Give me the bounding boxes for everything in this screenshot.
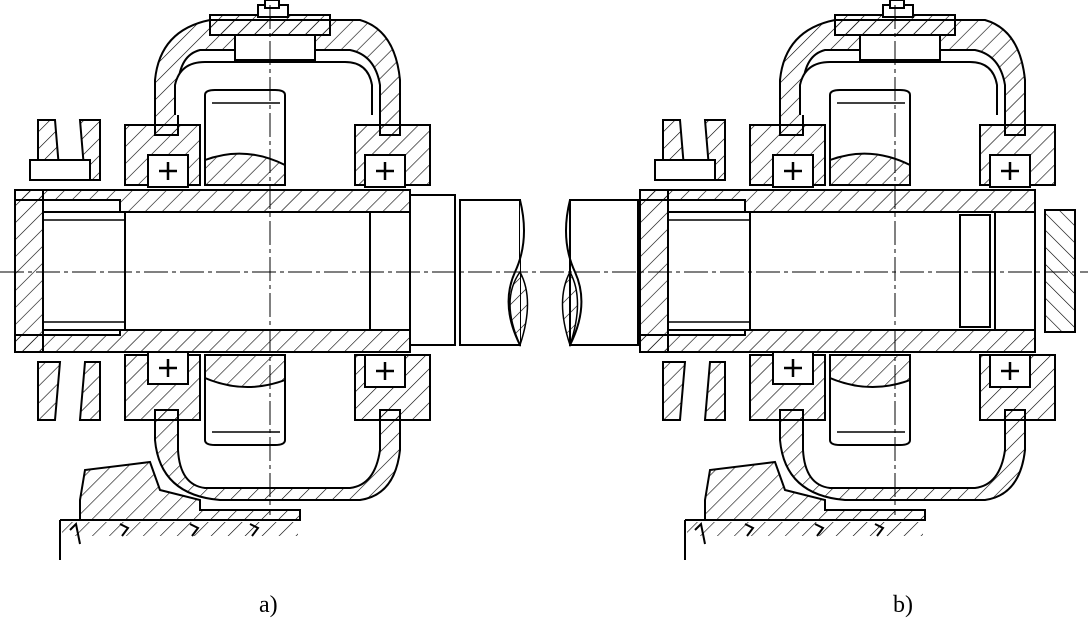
panel-a-assembly: [13, 0, 432, 562]
input-shaft-b: [561, 199, 1076, 348]
caption-a: a): [259, 592, 278, 618]
caption-b: b): [893, 592, 913, 618]
panel-b-assembly: [638, 0, 1057, 562]
output-shaft-a: [410, 194, 529, 348]
